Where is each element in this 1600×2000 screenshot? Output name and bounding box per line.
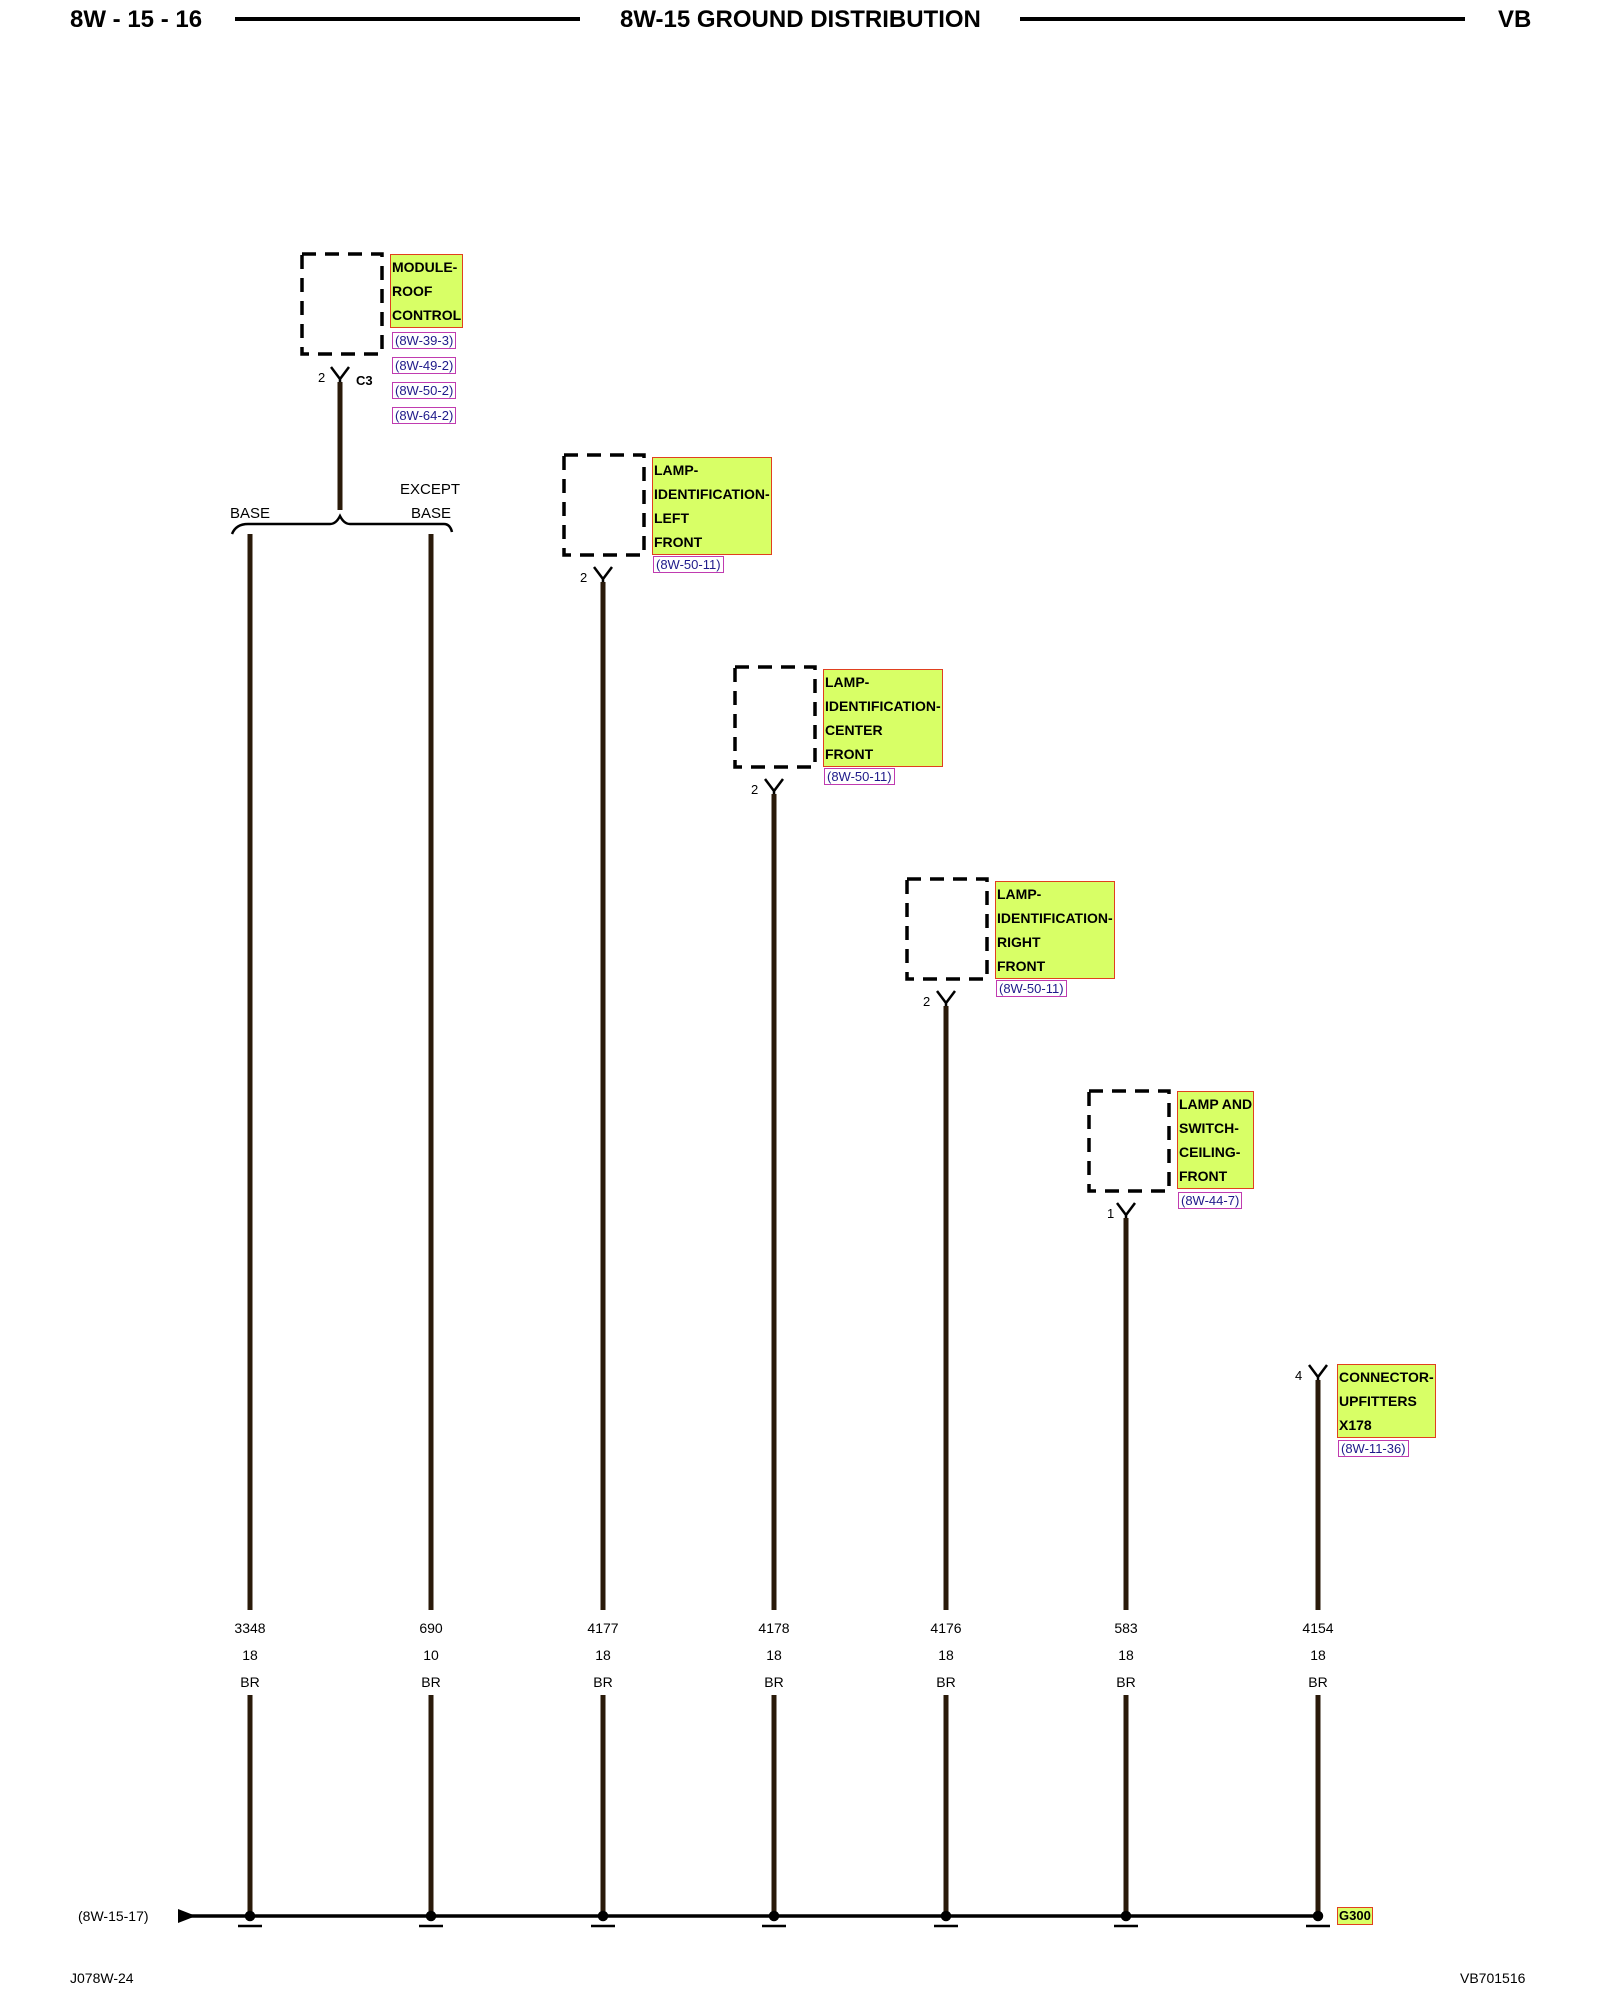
- option-except-base-label: BASE: [411, 505, 452, 522]
- splice-4177: [591, 1910, 615, 1928]
- lamp-id-center-pin: 2: [751, 782, 759, 797]
- module-roof-control-box: [300, 252, 384, 356]
- footer-right-code: VB701516: [1460, 1970, 1526, 1986]
- option-base-label: BASE: [230, 505, 271, 522]
- roof-ref-4[interactable]: (8W-64-2): [392, 407, 457, 424]
- splice-583: [1114, 1910, 1138, 1928]
- option-except-label: EXCEPT: [400, 481, 461, 498]
- connector-symbol-left: [593, 566, 613, 584]
- connector-symbol-upfitter: [1308, 1364, 1328, 1382]
- lamp-switch-ceiling-box: [1087, 1089, 1171, 1193]
- roof-ref-2[interactable]: (8W-49-2): [392, 357, 457, 374]
- header-rule-left: [235, 17, 580, 21]
- roof-ref-3[interactable]: (8W-50-2): [392, 382, 457, 399]
- option-splice-bracket: [230, 513, 454, 535]
- lamp-id-left-box: [562, 453, 646, 557]
- model-code: VB: [1498, 6, 1532, 33]
- page-title: 8W-15 GROUND DISTRIBUTION: [620, 6, 981, 33]
- lamp-id-right-ref[interactable]: (8W-50-11): [996, 980, 1067, 997]
- lamp-switch-ceiling-pin: 1: [1107, 1206, 1115, 1221]
- connector-symbol-roof: [330, 366, 350, 384]
- footer-left-code: J078W-24: [70, 1970, 134, 1986]
- lamp-id-left-pin: 2: [580, 570, 588, 585]
- lamp-id-center-ref[interactable]: (8W-50-11): [824, 768, 895, 785]
- ground-bus-arrow: [178, 1909, 196, 1923]
- splice-4176: [934, 1910, 958, 1928]
- ground-continuation-ref[interactable]: (8W-15-17): [78, 1908, 149, 1924]
- connector-symbol-right: [936, 990, 956, 1008]
- connector-upfitters-ref[interactable]: (8W-11-36): [1338, 1440, 1409, 1457]
- splice-4178: [762, 1910, 786, 1928]
- roof-connector-id: C3: [356, 373, 373, 388]
- splice-3348: [238, 1910, 262, 1928]
- connector-symbol-ceiling: [1116, 1202, 1136, 1220]
- roof-pin-number: 2: [318, 370, 326, 385]
- lamp-id-right-pin: 2: [923, 994, 931, 1009]
- lamp-switch-ceiling-ref[interactable]: (8W-44-7): [1178, 1192, 1243, 1209]
- lamp-id-center-box: [733, 665, 817, 769]
- lamp-id-left-ref[interactable]: (8W-50-11): [653, 556, 724, 573]
- ground-g300-symbol: [1306, 1910, 1330, 1928]
- connector-upfitters-pin: 4: [1295, 1368, 1303, 1383]
- splice-690: [419, 1910, 443, 1928]
- header-rule-right: [1020, 17, 1465, 21]
- page-number: 8W - 15 - 16: [70, 6, 203, 33]
- roof-ref-1[interactable]: (8W-39-3): [392, 332, 457, 349]
- lamp-id-right-box: [905, 877, 989, 981]
- connector-symbol-center: [764, 778, 784, 796]
- ground-g300-label: G300: [1337, 1907, 1373, 1925]
